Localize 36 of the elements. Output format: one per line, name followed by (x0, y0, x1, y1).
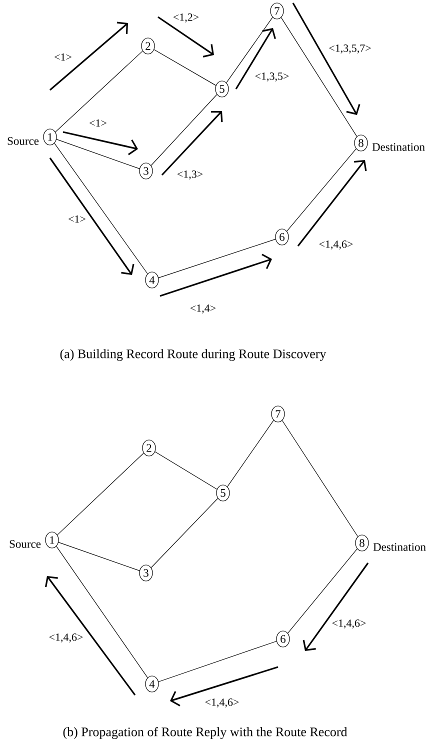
link-line (150, 94, 218, 166)
link-line (280, 17, 358, 137)
link-line (158, 640, 277, 682)
route-label: <1> (90, 119, 106, 127)
link-line (154, 49, 216, 86)
route-label: <1,3,5> (255, 72, 289, 82)
caption: (b) Propagation of Route Reply with the Route Record (63, 727, 348, 739)
link-line (56, 139, 140, 169)
route-label: <1,4,6> (205, 698, 239, 708)
route-label: <1,4,6> (319, 240, 353, 250)
link-line (150, 498, 218, 568)
route-label: <1,2> (173, 14, 199, 22)
link-line (57, 452, 144, 536)
route-label: <1,4> (190, 304, 216, 314)
route-label: <1,3> (177, 170, 203, 180)
link-line (226, 17, 273, 84)
link-line (158, 238, 276, 278)
link-line (154, 451, 218, 490)
link-line (54, 142, 148, 274)
route-label: <1,4,6> (49, 634, 83, 642)
route-label: <1,4,6> (332, 620, 366, 628)
link-line (227, 420, 274, 487)
route-label: <1> (68, 215, 86, 223)
node-label: Destination (373, 543, 426, 551)
link-line (288, 548, 358, 634)
link-line (58, 542, 140, 571)
link-line (282, 420, 358, 537)
link-line (56, 546, 148, 678)
node-label: Destination (372, 143, 425, 151)
link-line (55, 50, 143, 132)
route-label: <1,3,5,7> (329, 44, 371, 54)
node-label: Source (8, 137, 39, 145)
route-label: <1> (54, 53, 72, 61)
caption: (a) Building Record Route during Route Discovery (60, 349, 326, 361)
link-line (286, 148, 356, 232)
node-label: Source (10, 540, 41, 548)
